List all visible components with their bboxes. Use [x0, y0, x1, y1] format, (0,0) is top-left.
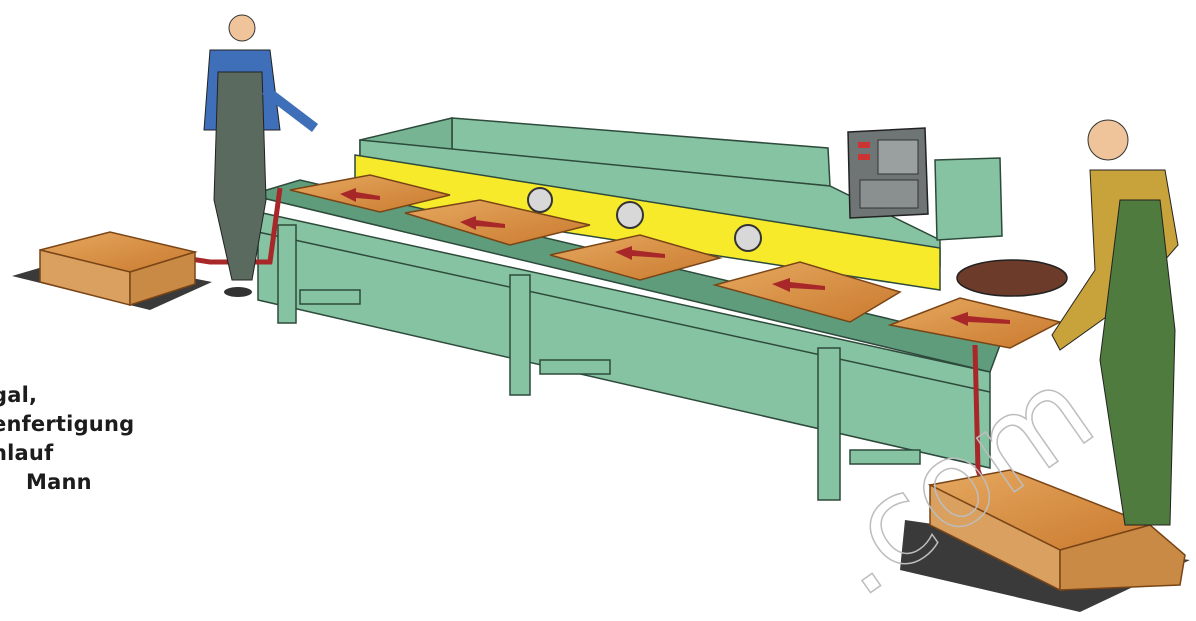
machine-body — [257, 211, 991, 469]
caption-line-4: Mann — [26, 470, 92, 494]
side-cabinet — [934, 157, 1003, 241]
caption-line-2: enfertigung — [0, 412, 135, 436]
left-worker — [203, 14, 319, 297]
wood-panels — [289, 174, 1063, 349]
watermark-text: .com — [797, 341, 1118, 621]
edge-roll — [956, 259, 1068, 297]
control-panel — [847, 127, 929, 219]
saw-blades — [527, 187, 762, 252]
machine-legs — [277, 224, 921, 501]
caption: gal, enfertigung hlauf Mann — [0, 381, 134, 497]
right-worker — [1051, 119, 1179, 526]
caption-line-1: gal, — [0, 383, 38, 407]
left-stack — [12, 231, 212, 310]
caption-line-3: hlauf — [0, 441, 54, 465]
flow-arrows — [340, 188, 1010, 326]
